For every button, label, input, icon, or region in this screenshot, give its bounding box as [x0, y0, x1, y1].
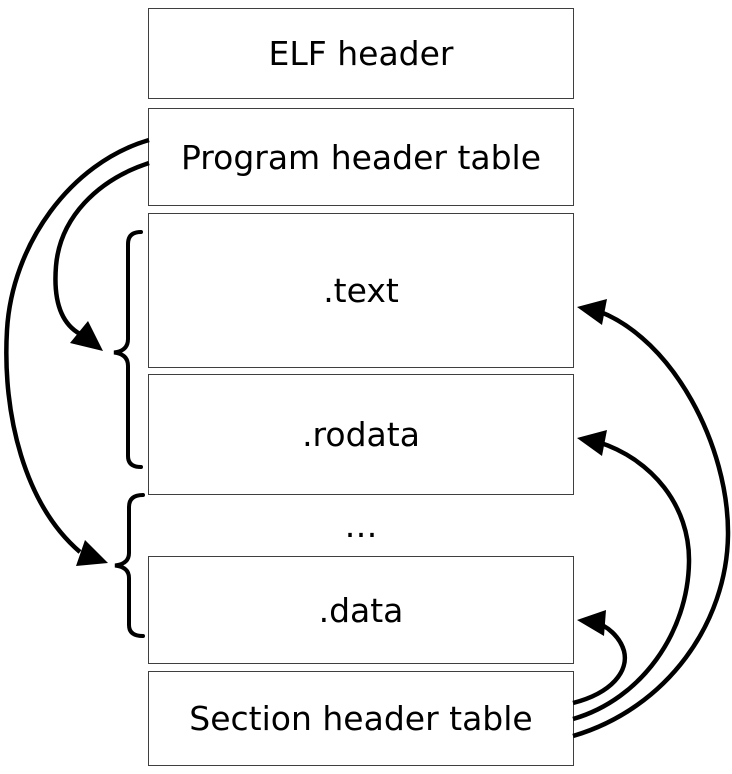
arrowhead-to-data-icon [577, 610, 606, 636]
arrowhead-to-ellipsis-data-group-icon [76, 540, 108, 566]
arrowhead-to-text-icon [577, 299, 607, 325]
box-data-section: .data [148, 556, 574, 664]
ellipsis-gap: … [148, 495, 574, 556]
arrow-section-header-to-text [572, 308, 731, 739]
box-text-section: .text [148, 213, 574, 368]
data-section-label: .data [318, 590, 404, 630]
elf-header-label: ELF header [268, 34, 454, 73]
box-rodata-section: .rodata [148, 374, 574, 495]
rodata-section-label: .rodata [302, 415, 420, 454]
arrowhead-to-rodata-icon [577, 430, 607, 456]
brace-ellipsis-data-icon [114, 493, 145, 638]
arrowhead-to-text-rodata-group-icon [70, 321, 103, 351]
box-elf-header: ELF header [148, 8, 574, 99]
box-program-header-table: Program header table [148, 108, 574, 206]
box-section-header-table: Section header table [148, 671, 574, 766]
text-section-label: .text [323, 271, 399, 310]
arrow-program-header-to-text-rodata-group [53, 160, 150, 336]
ellipsis-label: … [344, 506, 378, 545]
brace-text-rodata-icon [113, 230, 143, 469]
arrow-section-header-to-rodata [572, 439, 692, 722]
arrow-section-header-to-data [572, 619, 628, 706]
program-header-table-label: Program header table [180, 137, 542, 177]
arrow-program-header-to-ellipsis-data-group [4, 137, 150, 554]
section-header-table-label: Section header table [189, 699, 533, 738]
